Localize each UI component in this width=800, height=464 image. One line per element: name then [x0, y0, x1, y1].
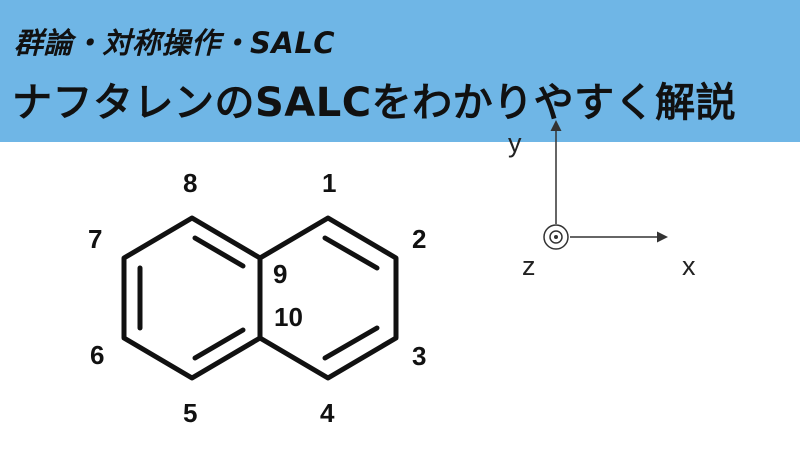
- double-bond-3-4: [322, 325, 380, 361]
- atom-label-10: 10: [274, 302, 303, 332]
- page-title: ナフタレンのSALCをわかりやすく解説: [12, 80, 737, 126]
- atom-label-5: 5: [183, 398, 197, 428]
- z-axis-outer-circle: [543, 224, 569, 250]
- y-axis-label: y: [508, 128, 522, 158]
- coordinate-axes: [543, 120, 668, 250]
- atom-label-2: 2: [412, 224, 426, 254]
- y-arrow-head: [550, 120, 562, 131]
- right-ring: [257, 215, 399, 381]
- atom-label-4: 4: [320, 398, 335, 428]
- x-arrow-head: [657, 231, 668, 243]
- double-bond-5-10: [192, 327, 246, 361]
- title-banner: [0, 0, 800, 142]
- atom-label-7: 7: [88, 224, 102, 254]
- z-axis-dot: [554, 235, 558, 239]
- x-axis-label: x: [682, 251, 696, 281]
- left-ring: [121, 215, 263, 381]
- atom-label-3: 3: [412, 341, 426, 371]
- atom-label-8: 8: [183, 168, 197, 198]
- z-axis-label: z: [522, 251, 536, 281]
- atom-label-6: 6: [90, 340, 104, 370]
- atom-label-9: 9: [273, 259, 287, 289]
- subtitle: 群論・対称操作・SALC: [14, 26, 336, 60]
- double-bond-8-9: [192, 235, 246, 269]
- naphthalene-structure: [121, 215, 399, 381]
- atom-label-1: 1: [322, 168, 336, 198]
- z-axis-inner-circle: [549, 230, 563, 244]
- double-bond-1-2: [322, 235, 380, 271]
